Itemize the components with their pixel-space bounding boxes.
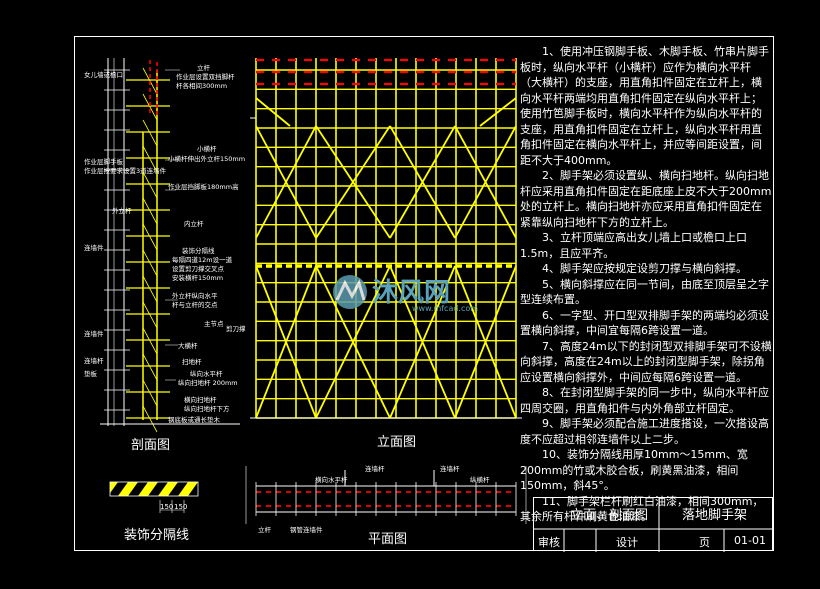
separator-title: 装饰分隔线	[124, 528, 190, 543]
note-10: 10、装饰分隔线用厚10mm～15mm、宽200mm的竹或木胶合板，刷黄黑油漆，…	[520, 448, 748, 492]
note-8: 8、在封闭型脚手架的同一步中，纵向水平杆应四周交圈，用直角扣件与内外角部立杆固定…	[520, 386, 769, 415]
plan-label-tie: 连墙杆	[365, 465, 385, 473]
label-wall-ties: 作业层按要求设置3道连墙件	[84, 167, 167, 175]
plan-label-cross-bar: 横向水平杆	[315, 476, 348, 484]
label-main-node: 主节点	[204, 320, 224, 328]
label-parapet: 女儿墙或檐口	[84, 71, 123, 79]
label-toe-rail: 作业层设置双挡脚杆	[176, 73, 235, 81]
note-9: 9、脚手架必须配合施工进度搭设，一次搭设高度不应超过相邻连墙件以上二步。	[520, 417, 769, 446]
label-long-sweep: 纵向扫地杆 200mm	[178, 379, 238, 387]
label-pad: 垫板	[84, 370, 97, 378]
label-sweep-bar: 扫地杆	[182, 358, 202, 366]
plan-label-steel-tie: 钢管连墙件	[290, 526, 323, 534]
plan-label-tie-2: 连墙杆	[440, 465, 460, 473]
label-small-crossbar: 小横杆	[197, 145, 217, 153]
watermark-logo	[333, 275, 367, 309]
separator-strip	[108, 481, 199, 513]
note-3: 3、立杆顶端应高出女儿墙上口或檐口上口1.5m，且应平齐。	[520, 231, 747, 260]
label-work-platform: 作业层脚手板	[84, 158, 123, 166]
design-label: 设计	[616, 536, 638, 549]
plan-label-pole: 立杆	[258, 526, 271, 534]
label-inner-pole: 内立杆	[184, 220, 204, 228]
elevation-scaffold	[250, 58, 522, 419]
drawing-frame	[74, 36, 774, 551]
review-label: 审核	[538, 536, 560, 549]
label-tie-bar: 连墙杆	[84, 357, 104, 365]
label-upright: 立杆	[197, 64, 210, 72]
label-tie-1: 连墙件	[84, 244, 104, 252]
watermark-text: 沐风网	[372, 278, 451, 308]
plan-label-bars: 纵横杆	[470, 476, 490, 484]
label-pole-joint: 杆与立杆的交点	[172, 301, 218, 309]
note-1: 1、使用冲压钢脚手板、木脚手板、竹串片脚手板时，纵向水平杆（小横杆）应作为横向水…	[520, 45, 769, 167]
note-6: 6、一字型、开口型双排脚手架的两端均必须设置横向斜撑，中间宜每隔6跨设置一道。	[520, 308, 769, 338]
page-number: 01-01	[734, 534, 766, 547]
label-rail-spacing: 杆各相间300mm	[176, 82, 228, 90]
section-scaffold	[100, 58, 240, 433]
note-5: 5、横向斜撑应在同一节间，由底至顶层呈之字型连续布置。	[520, 277, 769, 307]
label-crossbar-extend: 小横杆伸出外立杆150mm	[168, 155, 246, 163]
page-label: 页	[699, 536, 710, 549]
plan-scaffold	[245, 466, 527, 524]
label-cross-brace: 剪刀撑	[226, 325, 246, 333]
label-base-plate: 钢底板或通长垫木	[168, 416, 220, 424]
note-4: 4、脚手架应按规定设剪刀撑与横向斜撑。	[542, 262, 747, 275]
project-title: 落地脚手架	[682, 508, 748, 523]
label-big-crossbar: 大横杆	[178, 342, 198, 350]
notes-panel: 1、使用冲压钢脚手板、木脚手板、竹串片脚手板时，纵向水平杆（小横杆）应作为横向水…	[520, 44, 772, 525]
label-cross-sweep: 横向扫地杆	[184, 396, 217, 404]
plan-view-title: 平面图	[368, 532, 408, 547]
title-block: 立面、剖面图 落地脚手架 审核 设计 页 01-01	[533, 497, 774, 552]
label-deco-line: 装饰分隔线	[182, 247, 215, 255]
section-view-title: 剖面图	[131, 438, 171, 453]
note-7: 7、高度24m以下的封闭型双排脚手架可不设横向斜撑，高度在24m以上的封闭型脚手…	[520, 339, 772, 384]
label-below-sweep: 纵向扫地杆下方	[184, 405, 230, 413]
separator-dim-1: 150	[160, 503, 174, 511]
label-install-150: 安装横杆150mm	[172, 274, 224, 282]
drawing-title: 立面、剖面图	[570, 508, 649, 523]
elevation-view-title: 立面图	[377, 435, 417, 450]
label-brace-cross: 设置剪刀撑交叉点	[172, 265, 224, 273]
label-toe-board: 作业层挡脚板180mm高	[168, 183, 239, 191]
label-outer-horizontal: 外立杆纵向水平	[172, 292, 218, 300]
note-2: 2、脚手架必须设置纵、横向扫地杆。纵向扫地杆应采用直角扣件固定在距底座上皮不大于…	[520, 169, 772, 229]
label-outer-pole: 外立杆	[112, 207, 132, 215]
separator-dim-2: 150	[174, 503, 188, 511]
label-every-12m: 每隔四道12m设一道	[172, 256, 233, 264]
label-tie-2: 连墙件	[84, 330, 104, 338]
label-horizontal-bar: 纵向水平杆	[190, 370, 223, 378]
watermark-url: www.mfcad.com	[412, 304, 479, 313]
